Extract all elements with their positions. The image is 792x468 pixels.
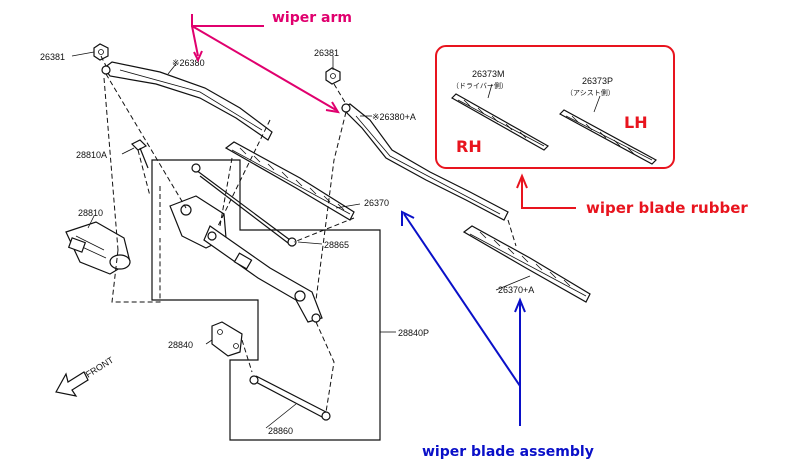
blade-rubber-lh bbox=[559, 109, 657, 165]
part-label-28860: 28860 bbox=[268, 426, 293, 436]
wiper-blade-assembly-right bbox=[462, 225, 591, 303]
part-label-26370a: 26370+A bbox=[498, 285, 534, 295]
callout-lh: LH bbox=[624, 113, 648, 132]
wiper-linkage-28840p bbox=[169, 163, 323, 323]
blade-rubber-rh bbox=[451, 93, 549, 151]
callout-rh: RH bbox=[456, 137, 482, 156]
linkage-group-outline bbox=[151, 159, 381, 441]
part-label-26373m-sub: （ドライバー側） bbox=[452, 81, 508, 90]
callout-wiper-arm: wiper arm bbox=[272, 10, 352, 26]
part-label-26380: ※26380 bbox=[172, 58, 205, 68]
callout-wiper-blade-assembly: wiper blade assembly bbox=[422, 444, 594, 460]
wiper-motor-28810 bbox=[65, 221, 131, 275]
front-arrow-icon bbox=[55, 371, 89, 397]
callout-wiper-blade-assembly-group: wiper blade assembly bbox=[401, 210, 594, 460]
part-label-26373p-sub: （アシスト側） bbox=[566, 88, 615, 97]
part-label-28865: 28865 bbox=[324, 240, 349, 250]
assembly-guide-lines bbox=[100, 55, 517, 413]
part-label-26373m: 26373M bbox=[472, 69, 505, 79]
wiper-blade-rubber-box: 26373M （ドライバー側） 26373P （アシスト側） RH LH bbox=[435, 45, 675, 169]
front-direction-indicator: FRONT bbox=[55, 355, 116, 397]
bracket-28840 bbox=[211, 321, 243, 357]
link-rod-28860 bbox=[249, 375, 331, 421]
part-label-28840: 28840 bbox=[168, 340, 193, 350]
wiper-arm-left bbox=[101, 61, 273, 141]
front-label: FRONT bbox=[84, 355, 116, 380]
part-label-26370: 26370 bbox=[364, 198, 389, 208]
part-label-26373p: 26373P bbox=[582, 76, 613, 86]
nut-26381-mid bbox=[325, 67, 341, 85]
callout-wiper-arm-group: wiper arm bbox=[191, 10, 352, 114]
bolt-28810a bbox=[130, 139, 149, 169]
callout-wiper-blade-rubber-group: wiper blade rubber bbox=[516, 173, 748, 217]
part-label-28810a: 28810A bbox=[76, 150, 107, 160]
part-label-26380a: ※26380+A bbox=[372, 112, 416, 122]
wiper-blade-assembly-left bbox=[224, 141, 355, 221]
part-leader-lines bbox=[71, 51, 531, 429]
part-label-28840p: 28840P bbox=[398, 328, 429, 338]
part-label-26381-mid: 26381 bbox=[314, 48, 339, 58]
nut-26381-left bbox=[93, 43, 109, 61]
callout-wiper-blade-rubber: wiper blade rubber bbox=[586, 199, 748, 217]
part-label-28810: 28810 bbox=[78, 208, 103, 218]
part-label-26381-left: 26381 bbox=[40, 52, 65, 62]
